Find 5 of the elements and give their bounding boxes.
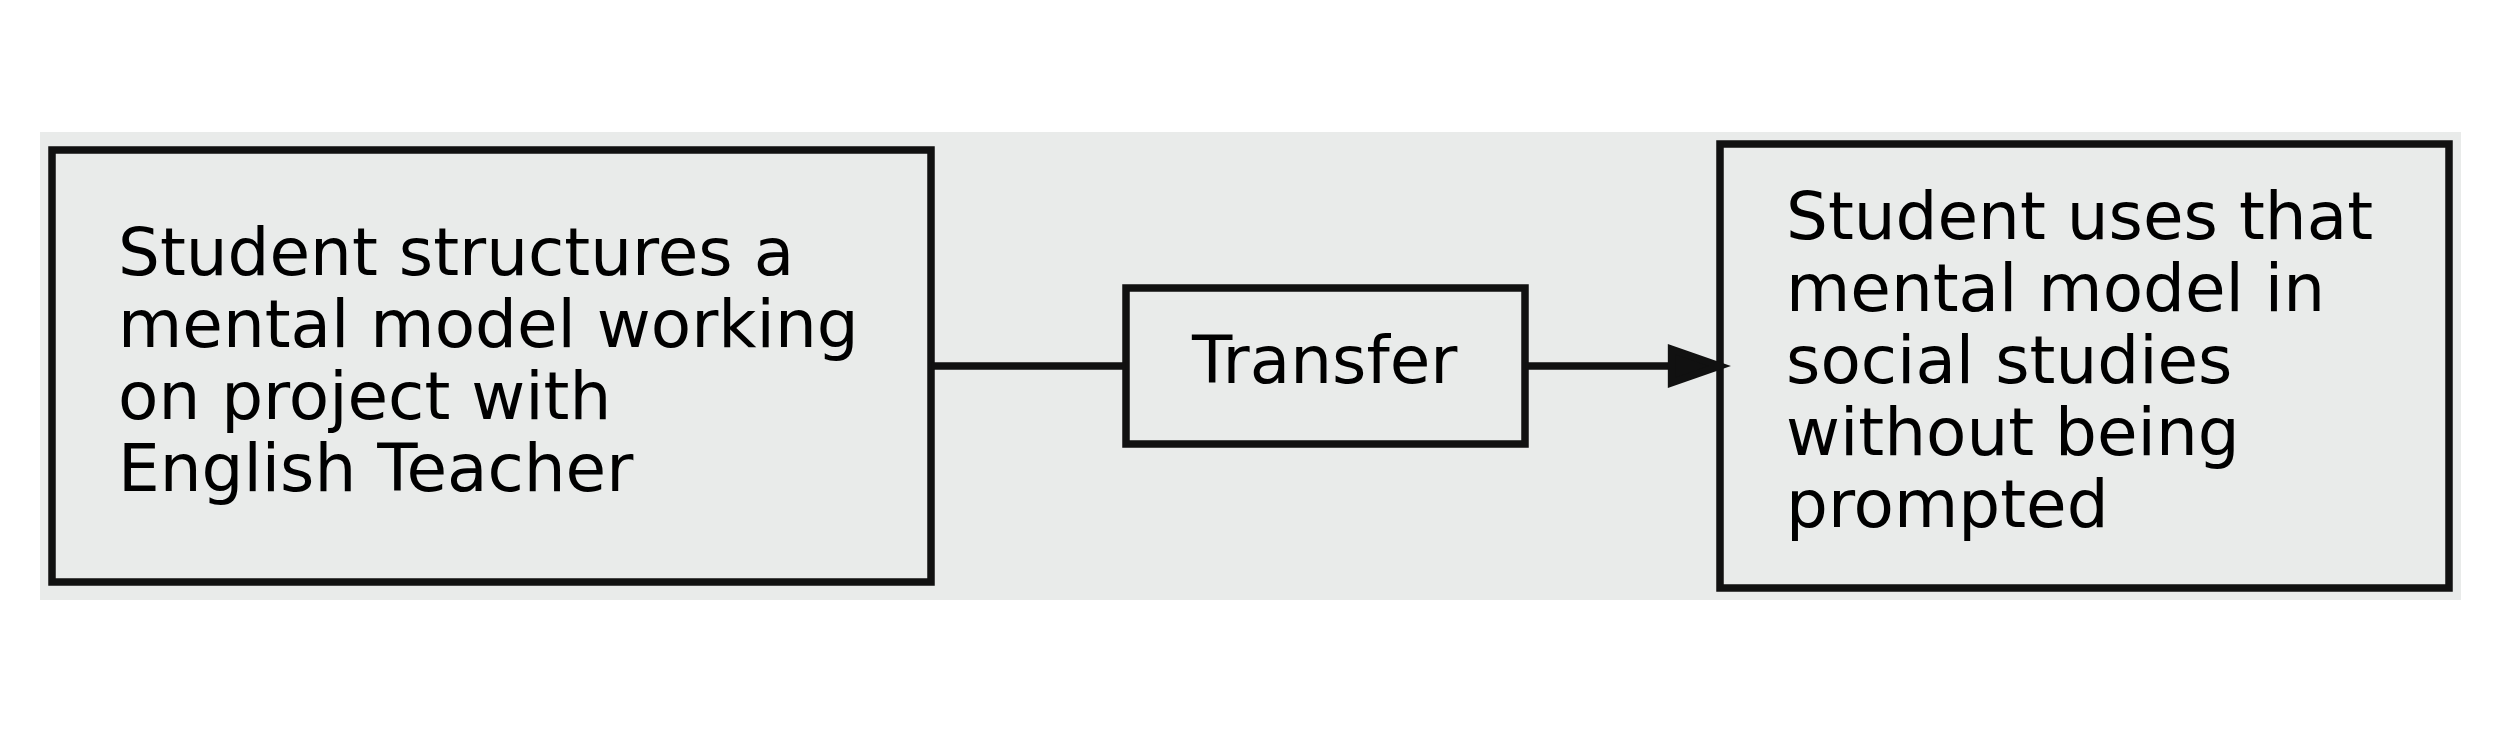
arrow bbox=[1524, 343, 1731, 389]
node-box: Student structures a mental model working on project with English Teacher bbox=[47, 146, 935, 586]
node-box: Transfer bbox=[1121, 284, 1529, 448]
connector bbox=[931, 362, 1126, 370]
node-box: Student uses that mental model in social studies without being prompted bbox=[1715, 140, 2453, 592]
